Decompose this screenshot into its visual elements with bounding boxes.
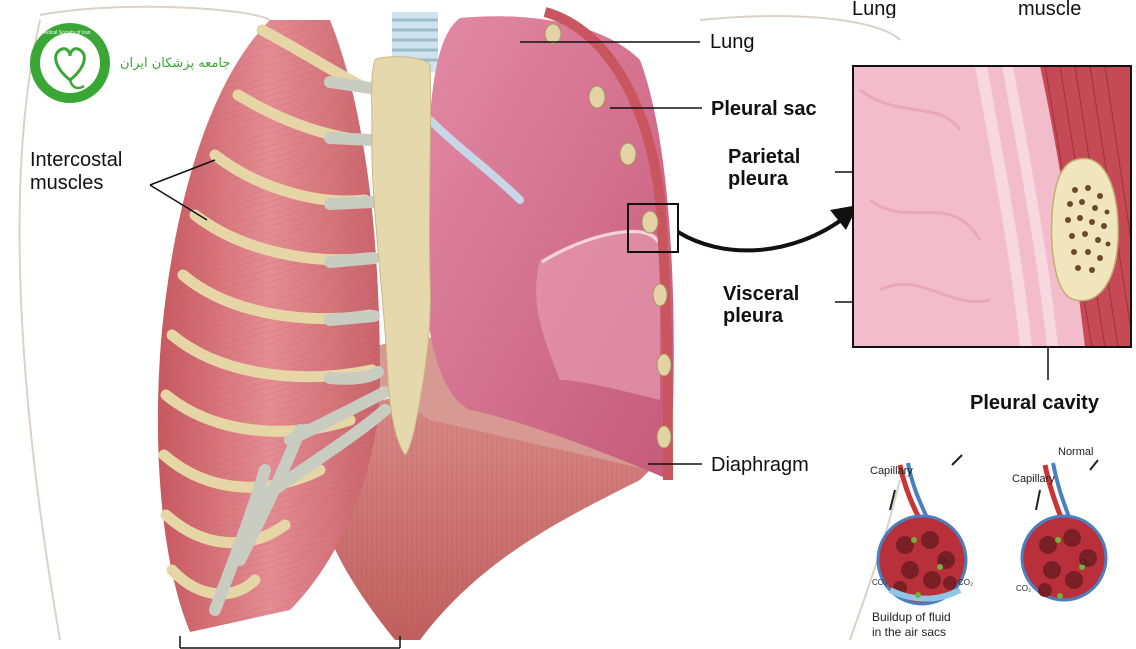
normal-capillary-label: Capillary bbox=[1012, 473, 1055, 485]
inset-muscle-label: muscle bbox=[1018, 0, 1081, 18]
fluid-capillary-label: Capillary bbox=[870, 465, 913, 477]
normal-gas-label-c: O₂ bbox=[1080, 558, 1089, 567]
fluid-gas-label-b: CO₂ bbox=[958, 578, 973, 587]
normal-gas-label-a: CO₂ bbox=[1016, 584, 1031, 593]
pleural-sac-label: Pleural sac bbox=[711, 98, 817, 120]
normal-title: Normal bbox=[1058, 446, 1093, 458]
visceral-pleura-label: Visceral pleura bbox=[723, 283, 799, 327]
rib-cross-section-large bbox=[1052, 158, 1119, 300]
diaphragm-label: Diaphragm bbox=[711, 454, 809, 477]
parietal-pleura-label: Parietal pleura bbox=[728, 146, 800, 190]
logo-text: جامعه پزشکان ایران bbox=[120, 56, 230, 71]
pleura-inset bbox=[853, 66, 1131, 347]
fluid-caption: Buildup of fluid in the air sacs bbox=[872, 610, 951, 640]
lung-label: Lung bbox=[710, 31, 755, 54]
fluid-gas-label-a: CO₂ bbox=[872, 578, 887, 587]
intercostal-muscles-label: Intercostal muscles bbox=[30, 149, 122, 195]
fluid-gas-label-c: O₂ bbox=[940, 556, 949, 565]
alveoli-fluid-illustration bbox=[878, 455, 966, 604]
zoom-arrow bbox=[678, 215, 848, 250]
pleural-cavity-label: Pleural cavity bbox=[970, 392, 1099, 414]
logo-ring-text: Medical Society of Iran bbox=[40, 30, 100, 36]
inset-lung-label: Lung bbox=[852, 0, 897, 18]
